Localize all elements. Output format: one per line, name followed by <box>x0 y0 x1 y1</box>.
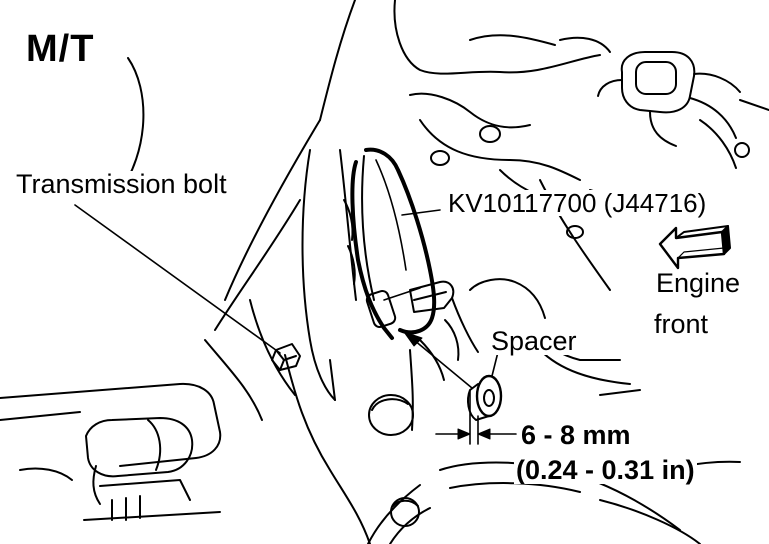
transmission-bolt-leader <box>74 204 281 354</box>
dimension-mm-label: 6 - 8 mm <box>519 420 633 450</box>
spacer-label: Spacer <box>489 326 579 356</box>
transmission-type-title: M/T <box>26 28 95 70</box>
spacer-leader <box>491 351 499 377</box>
arrow-engine-front-icon <box>658 225 731 270</box>
dimension-in-label: (0.24 - 0.31 in) <box>514 455 697 485</box>
sensor-connector-icon <box>597 51 769 169</box>
special-tool-label: KV10117700 (J44716) <box>446 188 709 218</box>
housing-hole <box>368 349 414 436</box>
spacer-placement-arrow <box>403 331 473 389</box>
engine-front-label-line2: front <box>652 309 711 339</box>
cylinder-head-outline <box>319 0 681 216</box>
bellhousing-lower-left <box>0 382 222 521</box>
transmission-bolt-label: Transmission bolt <box>14 169 229 199</box>
transmission-housing-outline <box>204 119 371 544</box>
transmission-bolt-icon <box>271 343 301 371</box>
dimension-arrows <box>435 428 517 440</box>
spacer-icon <box>467 374 503 445</box>
tool-leader <box>401 209 441 216</box>
engine-front-label-line1: Engine <box>654 268 743 298</box>
special-tool-plate <box>339 147 455 340</box>
